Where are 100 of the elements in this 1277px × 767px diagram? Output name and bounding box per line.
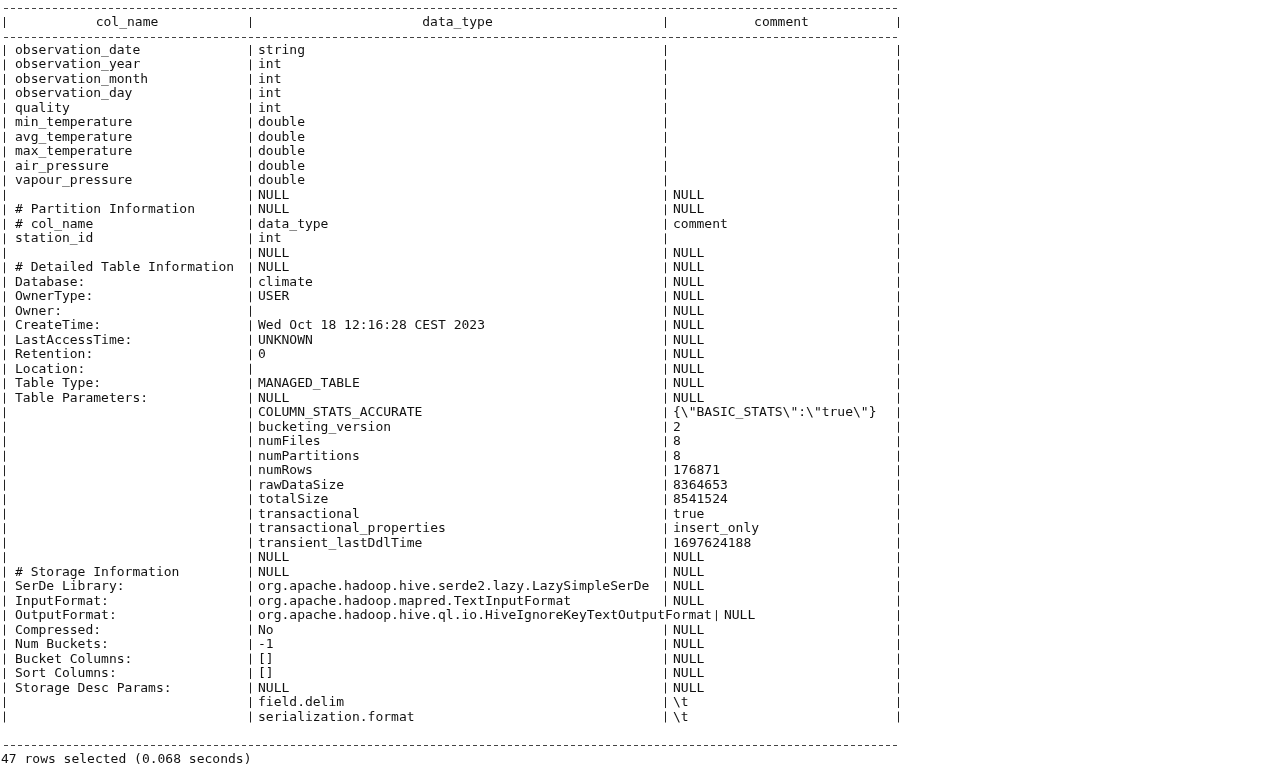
field-type: field.delim	[258, 695, 345, 710]
field-comment: 2	[673, 419, 681, 434]
field-type: NULL	[258, 680, 290, 695]
field-name: avg_temperature	[15, 129, 133, 144]
field-name: observation_day	[15, 86, 133, 101]
field-name: OwnerType:	[15, 289, 94, 304]
field-comment: \t	[673, 709, 689, 724]
field-type: numRows	[258, 463, 313, 478]
field-name: Bucket Columns:	[15, 651, 133, 666]
field-comment: NULL	[723, 608, 756, 623]
field-comment: NULL	[673, 274, 705, 289]
field-name: vapour_pressure	[15, 173, 133, 188]
column-header: comment	[753, 15, 810, 29]
field-name: # col_name	[15, 216, 94, 231]
field-type: double	[258, 115, 305, 130]
field-name: SerDe Library:	[15, 579, 125, 594]
status-message: 47 rows selected (0.068 seconds)	[1, 752, 252, 766]
field-type: int	[258, 231, 282, 246]
field-type: numFiles	[258, 434, 321, 449]
field-type: Wed Oct 18 12:16:28 CEST 2023	[258, 318, 485, 333]
field-type: double	[258, 144, 305, 159]
field-type: org.apache.hadoop.mapred.TextInputFormat	[258, 593, 572, 608]
field-name: Owner:	[15, 303, 62, 318]
field-type: NULL	[258, 564, 290, 579]
field-name: observation_date	[15, 43, 141, 57]
field-comment: NULL	[673, 347, 705, 362]
field-name: CreateTime:	[15, 318, 102, 333]
field-comment: comment	[673, 216, 728, 231]
field-comment: true	[673, 506, 705, 521]
field-comment: NULL	[673, 622, 705, 637]
field-comment: NULL	[673, 680, 705, 695]
field-comment: NULL	[673, 637, 705, 652]
field-type: USER	[258, 289, 290, 304]
field-type: COLUMN_STATS_ACCURATE	[258, 405, 423, 420]
field-type: NULL	[258, 202, 290, 217]
field-name: observation_month	[15, 71, 149, 86]
field-type: NULL	[258, 187, 290, 202]
field-name: # Detailed Table Information	[15, 260, 235, 275]
field-comment: NULL	[673, 187, 705, 202]
field-comment: 8541524	[673, 492, 728, 507]
field-comment: NULL	[673, 579, 705, 594]
field-comment: NULL	[673, 318, 705, 333]
field-type: NULL	[258, 390, 290, 405]
field-type: string	[258, 43, 305, 57]
field-type: double	[258, 158, 305, 173]
field-type: numPartitions	[258, 448, 360, 463]
field-comment: NULL	[673, 390, 705, 405]
field-name: OutputFormat:	[15, 608, 117, 623]
field-name: air_pressure	[15, 158, 109, 173]
field-comment: NULL	[673, 361, 705, 376]
field-name: Sort Columns:	[15, 666, 117, 681]
field-type: 0	[258, 347, 266, 362]
field-type: transient_lastDdlTime	[258, 535, 423, 550]
field-type: climate	[258, 274, 313, 289]
field-comment: \t	[673, 695, 689, 710]
field-name: # Storage Information	[15, 564, 180, 579]
field-name: # Partition Information	[15, 202, 195, 217]
field-name: InputFormat:	[15, 593, 109, 608]
field-comment: NULL	[673, 289, 705, 304]
field-name: Storage Desc Params:	[15, 680, 172, 695]
field-type: []	[258, 666, 274, 681]
field-type: NULL	[258, 245, 290, 260]
field-type: double	[258, 173, 305, 188]
field-comment: {\"BASIC_STATS\":\"true\"}	[673, 405, 877, 420]
field-comment: NULL	[673, 564, 705, 579]
field-type: bucketing_version	[258, 419, 392, 434]
field-name: Database:	[15, 274, 86, 289]
field-type: rawDataSize	[258, 477, 345, 492]
field-type: int	[258, 100, 282, 115]
column-header: data_type	[421, 15, 494, 29]
field-type: No	[258, 622, 274, 637]
field-type: int	[258, 86, 282, 101]
field-name: quality	[15, 100, 70, 115]
field-name: max_temperature	[15, 144, 133, 159]
field-type: int	[258, 57, 282, 72]
field-type: transactional	[258, 506, 360, 521]
field-type: []	[258, 651, 274, 666]
field-comment: 8	[673, 448, 681, 463]
field-comment: NULL	[673, 376, 705, 391]
field-comment: 8	[673, 434, 681, 449]
field-comment: 176871	[673, 463, 720, 478]
field-comment: NULL	[673, 593, 705, 608]
field-type: UNKNOWN	[258, 332, 313, 347]
field-comment: NULL	[673, 666, 705, 681]
field-name: Retention:	[15, 347, 94, 362]
field-comment: NULL	[673, 260, 705, 275]
field-name: Table Parameters:	[15, 390, 149, 405]
field-name: min_temperature	[15, 115, 133, 130]
field-type: serialization.format	[258, 709, 415, 724]
field-type: data_type	[258, 216, 329, 231]
column-header: col_name	[94, 15, 160, 29]
field-type: double	[258, 129, 305, 144]
field-type: NULL	[258, 260, 290, 275]
field-type: -1	[258, 637, 274, 652]
field-name: station_id	[15, 231, 94, 246]
field-name: Location:	[15, 361, 86, 376]
field-name: Num Buckets:	[15, 637, 109, 652]
field-comment: 1697624188	[673, 535, 752, 550]
field-comment: NULL	[673, 651, 705, 666]
field-comment: insert_only	[673, 521, 760, 536]
